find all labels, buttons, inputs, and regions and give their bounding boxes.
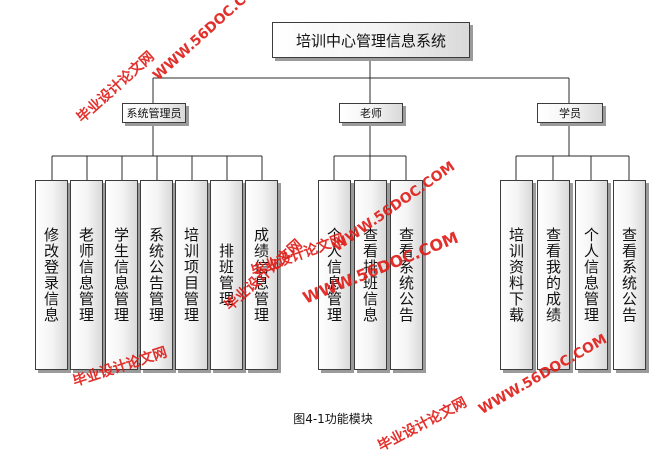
leaf-teacher-personal-info: 个人信息管理 [318,180,351,370]
leaf-teacher-view-announcement: 查看系统公告 [390,180,423,370]
branch-admin: 系统管理员 [122,103,186,123]
figure-caption: 图4-1功能模块 [293,412,373,426]
branch-student: 学员 [537,103,603,123]
leaf-student-download-materials: 培训资料下载 [500,180,533,370]
root-node: 培训中心管理信息系统 [272,22,470,58]
leaf-admin-scheduling: 排班管理 [210,180,243,370]
leaf-admin-teacher-info: 老师信息管理 [70,180,103,370]
leaf-student-view-grades: 查看我的成绩 [537,180,570,370]
hierarchy-diagram [51,58,630,180]
leaf-admin-grades: 成绩信息管理 [245,180,278,370]
leaf-teacher-view-schedule: 查看排班信息 [354,180,387,370]
leaf-student-view-announcement: 查看系统公告 [613,180,646,370]
leaf-student-personal-info: 个人信息管理 [575,180,608,370]
branch-teacher: 老师 [339,103,403,123]
leaf-admin-training-project: 培训项目管理 [175,180,208,370]
leaf-admin-student-info: 学生信息管理 [105,180,138,370]
leaf-admin-announcement: 系统公告管理 [140,180,173,370]
leaf-admin-modify-login: 修改登录信息 [35,180,68,370]
